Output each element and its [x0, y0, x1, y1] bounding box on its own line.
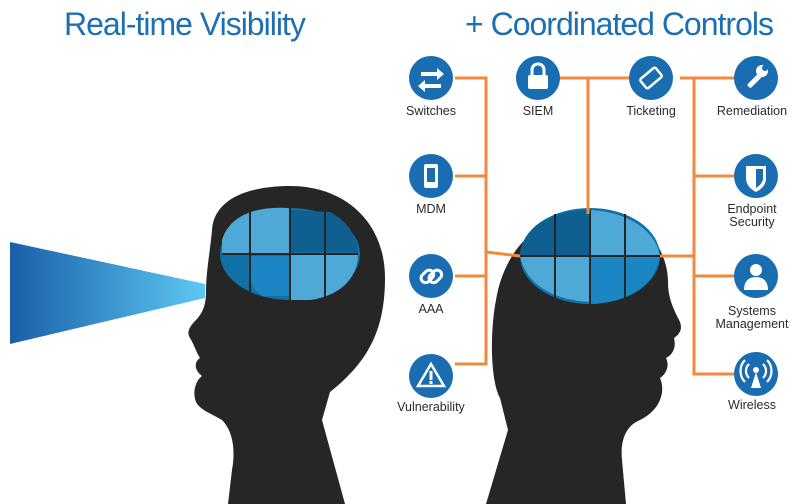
- title-visibility: Real-time Visibility: [64, 6, 306, 42]
- lock-icon: [528, 62, 548, 89]
- wrench-icon: [747, 65, 768, 88]
- connector-lines: [455, 76, 735, 376]
- endpoint-security-label: Endpoint Security: [697, 203, 807, 229]
- shield-icon: [746, 166, 766, 192]
- wireless-label: Wireless: [728, 398, 776, 412]
- endpoint-label-line2: Security: [729, 215, 775, 229]
- phone-icon: [424, 164, 438, 188]
- warning-icon: [415, 361, 447, 388]
- ticketing-label: Ticketing: [626, 104, 676, 118]
- link-icon: [419, 268, 444, 285]
- mdm-label: MDM: [416, 202, 446, 216]
- remediation-label: Remediation: [716, 104, 788, 118]
- vulnerability-label: Vulnerability: [397, 400, 465, 414]
- systems-label-line2: Management: [715, 317, 789, 331]
- ticket-icon: [639, 66, 663, 90]
- right-brain-puzzle: [520, 208, 660, 304]
- switches-label: Switches: [405, 104, 457, 118]
- user-icon: [744, 264, 768, 290]
- ticketing-circle: [629, 56, 673, 100]
- switches-circle: [409, 56, 453, 100]
- left-brain-puzzle: [220, 207, 360, 300]
- endpoint-label-line1: Endpoint: [727, 202, 777, 216]
- aaa-label: AAA: [418, 302, 444, 316]
- systems-label-line1: Systems: [728, 304, 776, 318]
- arrows-swap-icon: [418, 68, 444, 92]
- systems-management-label: Systems Management: [697, 305, 807, 331]
- title-controls: + Coordinated Controls: [465, 6, 774, 42]
- siem-label: SIEM: [522, 104, 554, 118]
- wireless-icon: [739, 359, 773, 388]
- vision-beam: [10, 242, 205, 344]
